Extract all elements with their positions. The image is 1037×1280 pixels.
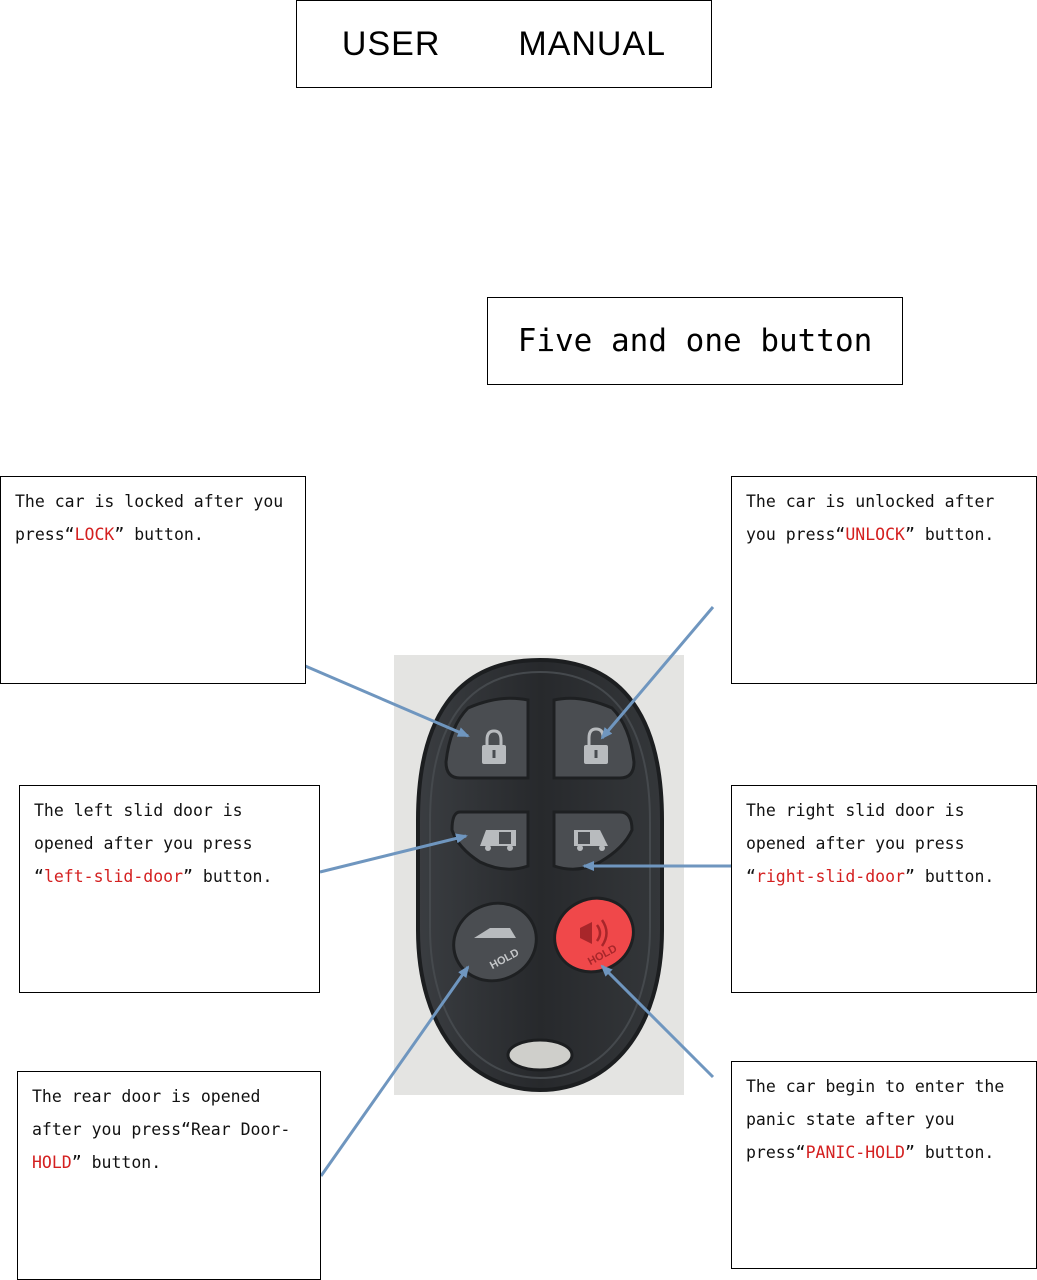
arrow-lock <box>281 654 470 738</box>
rear-door-hold-button[interactable]: HOLD <box>441 890 549 994</box>
lock-icon <box>482 729 506 764</box>
callout-rear-prefix: The rear door is opened after you press“… <box>32 1087 291 1139</box>
left-slid-door-button[interactable] <box>450 810 530 871</box>
key-ring-slot <box>506 1038 574 1072</box>
callout-unlock-keyword: UNLOCK <box>845 525 905 544</box>
callout-unlock: The car is unlocked after you press“UNLO… <box>731 476 1037 684</box>
panic-horn-icon <box>580 919 608 947</box>
callout-right-slid-door: The right slid door is opened after you … <box>731 785 1037 993</box>
callout-left-slide-prefix: The left slid door is opened after you p… <box>34 801 253 886</box>
callout-panic: The car begin to enter the panic state a… <box>731 1061 1037 1269</box>
title-box: USER MANUAL <box>296 0 712 88</box>
callout-right-slide-suffix: ” button. <box>904 867 995 886</box>
callout-unlock-suffix: ” button. <box>904 525 995 544</box>
callout-lock-prefix: The car is locked after you press“ <box>15 492 284 544</box>
subtitle-text: Five and one button <box>517 323 873 359</box>
callout-left-slide-keyword: left-slid-door <box>43 867 184 886</box>
arrow-unlock <box>600 606 715 740</box>
callout-lock-keyword: LOCK <box>74 525 115 544</box>
callout-panic-suffix: ” button. <box>904 1143 995 1162</box>
lock-button[interactable] <box>444 696 530 780</box>
callout-rear-door: The rear door is opened after you press“… <box>17 1071 321 1280</box>
panic-hold-button[interactable]: HOLD <box>543 885 646 984</box>
subtitle-box: Five and one button <box>487 297 903 385</box>
callout-panic-keyword: PANIC-HOLD <box>805 1143 905 1162</box>
callout-rear-keyword: HOLD <box>32 1153 72 1172</box>
unlock-button[interactable] <box>552 696 636 780</box>
callout-rear-suffix: ” button. <box>71 1153 162 1172</box>
callout-left-slid-door: The left slid door is opened after you p… <box>19 785 320 993</box>
callout-left-slide-suffix: ” button. <box>183 867 273 886</box>
callout-lock: The car is locked after you press“LOCK” … <box>0 476 306 684</box>
callout-unlock-prefix: The car is unlocked after you press“ <box>746 492 995 544</box>
title-word-user: USER <box>341 24 441 63</box>
callout-lock-suffix: ” button. <box>114 525 204 544</box>
right-slid-door-button[interactable] <box>552 810 634 871</box>
fob-inner-rim <box>429 670 651 1080</box>
left-sliding-door-icon <box>480 830 516 851</box>
arrow-rear <box>319 965 470 1177</box>
callout-panic-prefix: The car begin to enter the panic state a… <box>746 1077 1005 1162</box>
arrow-panic <box>600 964 715 1079</box>
callout-right-slide-keyword: right-slid-door <box>755 867 905 886</box>
callout-right-slide-prefix: The right slid door is opened after you … <box>746 801 965 886</box>
right-sliding-door-icon <box>574 830 608 851</box>
title-word-manual: MANUAL <box>518 24 667 63</box>
rear-hatch-icon <box>474 928 516 938</box>
arrow-left-slide <box>319 833 468 874</box>
